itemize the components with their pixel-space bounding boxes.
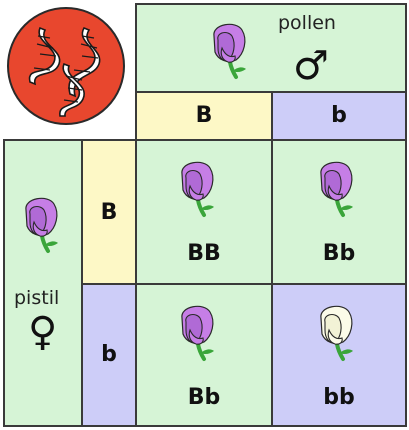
pistil-header — [3, 139, 83, 427]
pistil-label: pistil — [14, 287, 59, 309]
pollen-allele-label: b — [271, 103, 407, 128]
pollen-header — [135, 3, 407, 93]
female-symbol-icon: ♀ — [28, 312, 57, 352]
male-symbol-icon: ♂ — [293, 46, 329, 86]
genotype-label: BB — [135, 241, 273, 266]
flower-icon — [174, 304, 218, 360]
pollen-allele-label: B — [135, 103, 273, 128]
genotype-label: Bb — [135, 385, 273, 410]
pistil-allele-label: B — [81, 200, 137, 225]
flower-icon — [206, 22, 250, 78]
flower-icon — [174, 160, 218, 216]
dna-logo-icon — [4, 4, 128, 128]
genotype-label: Bb — [271, 241, 407, 266]
pistil-allele-label: b — [81, 342, 137, 367]
flower-icon — [18, 196, 62, 252]
flower-icon — [313, 160, 357, 216]
pollen-label: pollen — [278, 12, 336, 34]
flower-icon — [313, 304, 357, 360]
genotype-label: bb — [271, 385, 407, 410]
